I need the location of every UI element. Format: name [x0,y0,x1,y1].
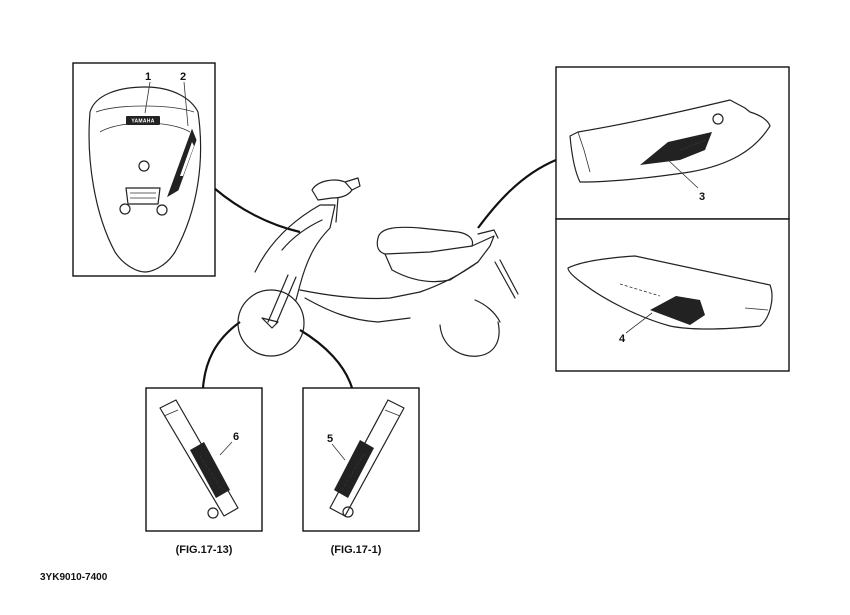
side-cover-left-shape [567,255,773,330]
callout-2: 2 [180,71,186,83]
fork-left-tube [159,399,239,517]
seat [376,226,474,255]
panel-side-cover-left-frame [555,218,790,372]
cover-screw-left [119,203,131,215]
panel-side-cover-left: 4 [555,218,790,372]
callout-6: 6 [233,431,239,443]
leader-front-cover [213,187,301,234]
leader-side-cover [477,158,557,229]
callout-1: 1 [145,71,151,83]
floorboard [299,289,421,300]
callout-6-line [219,441,233,456]
panel-fork-left: 6 (FIG.17-13) [145,387,263,556]
fork-right-axle [342,506,354,518]
part-number: 3YK9010-7400 [40,572,108,583]
side-decal-right [640,132,712,165]
side-cover-right-bolt [712,113,724,125]
leader-fork-right [299,329,354,389]
cover-vent [125,187,161,205]
front-shield [254,204,336,301]
callout-1-line [144,81,151,114]
callout-4-line [625,312,653,334]
side-decal-right-dots [679,139,707,151]
shield-line [281,219,323,251]
callout-2-line [183,81,189,127]
yamaha-emblem-text: YAMAHA [131,119,154,125]
front-cover-shape [88,86,202,273]
yamaha-emblem [126,116,160,125]
fork-right-decal-lines [341,453,365,491]
rear-wheel [439,321,500,357]
front-wheel [237,289,305,357]
rear-body [384,235,495,283]
leader-lines [201,158,557,389]
fork-right-band [384,409,401,417]
panel-front-cover: YAMAHA 1 2 [72,62,216,277]
front-fork [267,274,297,325]
front-stripe-highlight [180,142,194,176]
callout-5: 5 [327,433,333,445]
callout-3-line [667,159,699,189]
cover-screw-top [138,160,150,172]
steering-column [335,197,339,223]
side-cover-left-dots [619,283,661,297]
fork-left-decal-lines [199,455,223,491]
side-cover-right-shape [569,99,771,183]
callout-5-line [331,443,346,461]
panel-side-cover-right: 3 [555,66,790,220]
side-cover-right-edge [577,131,591,173]
panel-fork-right: 5 (FIG.17-1) [302,387,420,556]
fig-caption-right: (FIG.17-1) [331,544,382,556]
muffler [474,299,501,323]
tail [477,229,499,239]
cover-rim [95,105,195,113]
rear-lower [419,261,479,293]
scooter-outline [237,177,519,357]
callout-3: 3 [699,191,705,203]
cover-vent-slats [130,192,156,199]
callout-4: 4 [619,333,626,345]
cover-screw-right [156,204,168,216]
grip [344,177,361,191]
fork-axle [261,317,279,329]
front-stripe-decal [167,128,197,198]
side-decal-left [650,296,705,325]
fork-left-band [163,409,179,417]
side-cover-left-tab [744,307,769,311]
fig-caption-left: (FIG.17-13) [176,544,233,556]
rear-stand [494,259,519,299]
floor-underside [304,297,411,323]
leader-fork-left [201,321,241,389]
panel-front-cover-frame [72,62,216,277]
handlebar [311,179,353,201]
fork-left-axle [207,507,219,519]
